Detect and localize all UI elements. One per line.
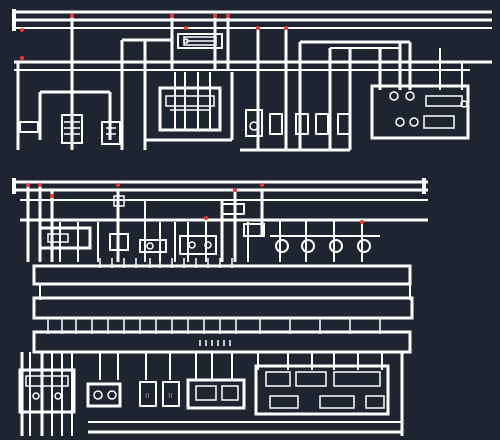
- svg-text:[]: []: [145, 393, 150, 398]
- fuse-icon: [61, 114, 83, 144]
- motor-icon: [249, 121, 259, 131]
- bottom-right-module: [254, 364, 390, 416]
- relay-block-top: [177, 33, 223, 49]
- connector-ticks: [47, 258, 381, 346]
- upper-middle-module: [145, 72, 351, 152]
- upper-controller-bar: [32, 264, 412, 286]
- relay-icon: [183, 38, 189, 44]
- svg-text:[]: []: [168, 393, 173, 398]
- connector-icon: [19, 121, 39, 133]
- middle-power-rails: [12, 178, 428, 222]
- top-vertical-drops: [70, 14, 463, 150]
- junction-nodes: [20, 14, 364, 224]
- bottom-drops: [20, 352, 404, 436]
- switch-icon: [93, 390, 103, 400]
- bottom-left-module: [18, 368, 76, 414]
- top-power-rails: [12, 9, 492, 150]
- upper-right-module: [370, 84, 470, 140]
- upper-left-components: [19, 90, 121, 145]
- motor-icon: [275, 239, 289, 253]
- middle-components: [26, 182, 380, 262]
- lower-connector-bar: [32, 330, 412, 354]
- bottom-middle-components: [] []: [86, 378, 246, 410]
- main-controller-bar: [32, 296, 414, 320]
